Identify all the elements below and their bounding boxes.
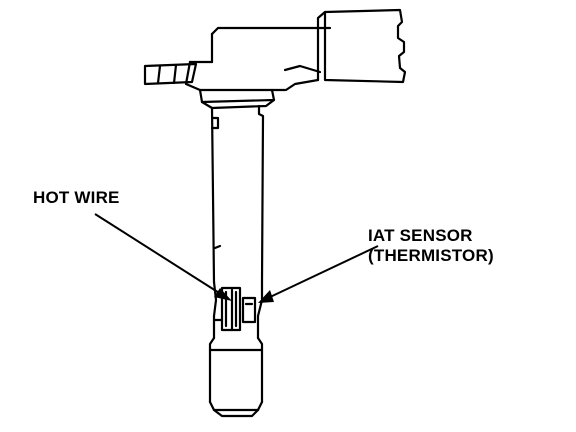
mounting-flange bbox=[143, 60, 322, 92]
hot-wire-label: HOT WIRE bbox=[33, 188, 120, 207]
callout-arrows bbox=[94, 213, 379, 303]
element-window bbox=[212, 280, 264, 340]
sensor-shaft bbox=[210, 104, 265, 284]
lower-housing bbox=[208, 336, 264, 418]
sensor-collar bbox=[198, 88, 276, 110]
connector-housing bbox=[210, 8, 407, 84]
iat-sensor-label: IAT SENSOR (THERMISTOR) bbox=[368, 226, 494, 266]
iat-sensor-label-line2: (THERMISTOR) bbox=[368, 246, 494, 265]
iat-sensor-arrowhead bbox=[258, 290, 274, 303]
iat-sensor-label-line1: IAT SENSOR bbox=[368, 226, 473, 245]
hot-wire-leader bbox=[94, 213, 225, 297]
iat-sensor-leader bbox=[267, 245, 379, 299]
hot-wire-arrowhead bbox=[214, 288, 232, 301]
